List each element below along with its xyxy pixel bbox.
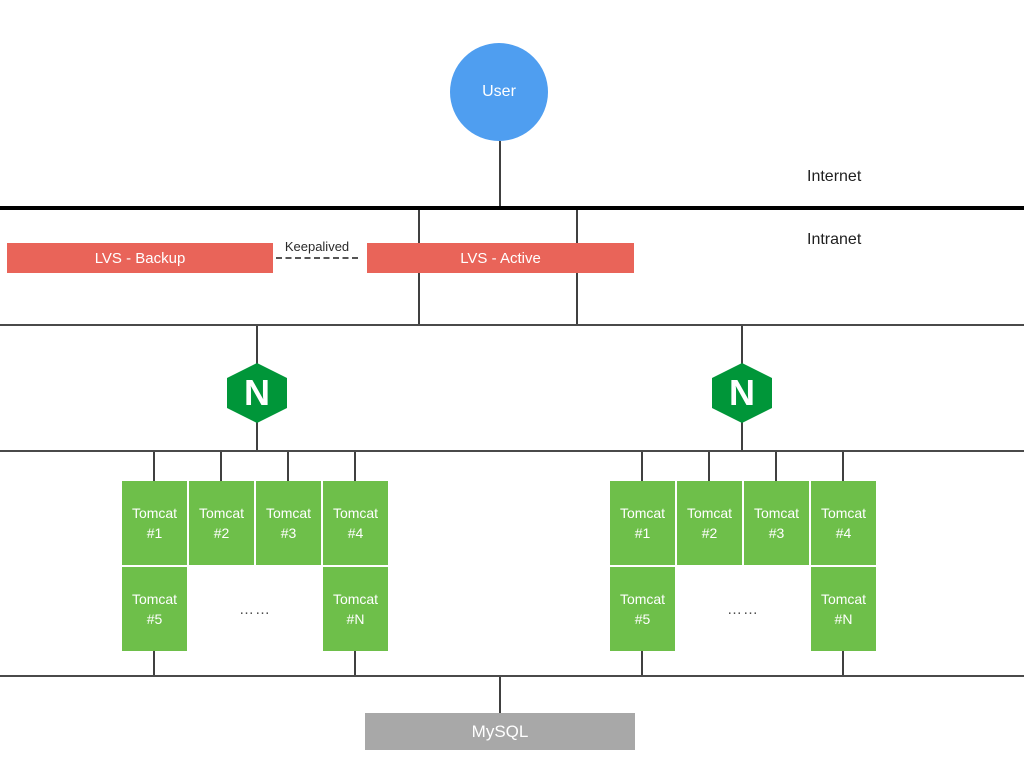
- tomcat-stub-line: [641, 452, 643, 481]
- internet-label: Internet: [807, 168, 862, 185]
- nginx-node-left: N: [227, 363, 287, 423]
- tomcat-stub-line: [842, 452, 844, 481]
- tomcat-group-left: Tomcat #1 Tomcat #2 Tomcat #3 Tomcat #4 …: [122, 481, 388, 651]
- lvs-backup-node: LVS - Backup: [7, 243, 273, 273]
- tomcat-node: Tomcat #4: [811, 481, 876, 565]
- tomcat-node: Tomcat #N: [811, 567, 876, 651]
- db-bus-line: [0, 675, 1024, 677]
- lvs-backup-label: LVS - Backup: [94, 249, 186, 267]
- tomcat-ellipsis: ……: [239, 600, 271, 618]
- nginx-node-right: N: [712, 363, 772, 423]
- web-bus-line: [0, 450, 1024, 452]
- tomcat-db-stub-line: [842, 651, 844, 676]
- tomcat-node: Tomcat #1: [122, 481, 187, 565]
- tomcat-ellipsis: ……: [727, 600, 759, 618]
- tomcat-stub-line: [153, 452, 155, 481]
- tomcat-stub-line: [354, 452, 356, 481]
- tomcat-group-right: Tomcat #1 Tomcat #2 Tomcat #3 Tomcat #4 …: [610, 481, 876, 651]
- tomcat-db-stub-line: [153, 651, 155, 676]
- keepalived-label: Keepalived: [284, 239, 350, 254]
- user-connector-line: [499, 141, 501, 207]
- internet-boundary-line: [0, 206, 1024, 210]
- tomcat-db-stub-line: [354, 651, 356, 676]
- tomcat-stub-line: [220, 452, 222, 481]
- tomcat-node: Tomcat #3: [256, 481, 321, 565]
- tomcat-stub-line: [287, 452, 289, 481]
- tomcat-stub-line: [775, 452, 777, 481]
- tomcat-node: Tomcat #2: [677, 481, 742, 565]
- mysql-node: MySQL: [365, 713, 635, 750]
- tomcat-node: Tomcat #N: [323, 567, 388, 651]
- nginx-icon: N: [244, 372, 270, 413]
- mysql-connector-line: [499, 677, 501, 713]
- keepalived-dashed-line: [276, 257, 358, 259]
- nginx-icon: N: [729, 372, 755, 413]
- lvs-active-node: LVS - Active: [367, 243, 634, 273]
- tomcat-node: Tomcat #4: [323, 481, 388, 565]
- mysql-label: MySQL: [471, 721, 529, 741]
- tomcat-node: Tomcat #1: [610, 481, 675, 565]
- user-node: User: [450, 43, 548, 141]
- tomcat-stub-line: [708, 452, 710, 481]
- tomcat-db-stub-line: [641, 651, 643, 676]
- tomcat-node: Tomcat #5: [610, 567, 675, 651]
- tomcat-node: Tomcat #5: [122, 567, 187, 651]
- user-label: User: [482, 83, 516, 100]
- lvs-active-label: LVS - Active: [460, 249, 541, 267]
- intranet-label: Intranet: [807, 231, 862, 248]
- tomcat-node: Tomcat #3: [744, 481, 809, 565]
- intranet-bus-line: [0, 324, 1024, 326]
- tomcat-node: Tomcat #2: [189, 481, 254, 565]
